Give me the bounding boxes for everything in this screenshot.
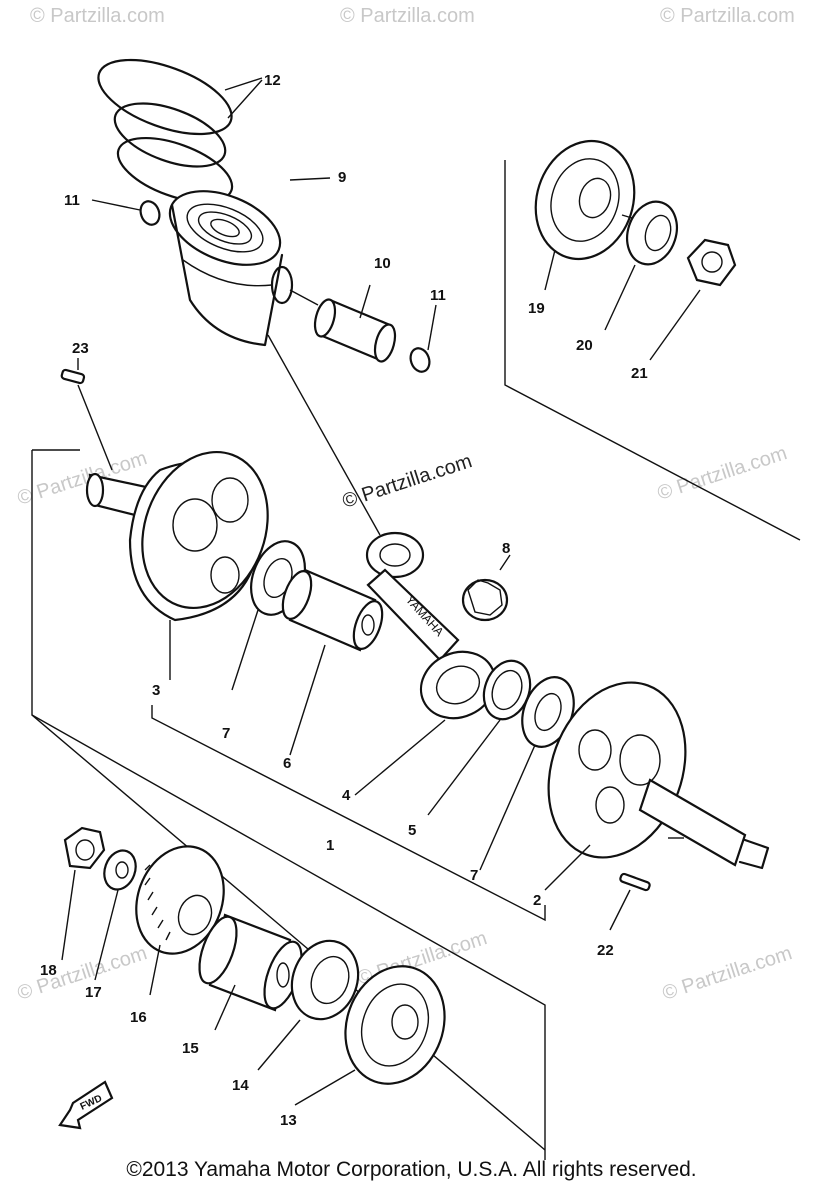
part-number-2: 2 xyxy=(533,892,541,909)
forward-arrow: FWD xyxy=(58,1080,114,1130)
washer-left xyxy=(94,849,137,981)
part-number-19: 19 xyxy=(528,300,545,317)
watermark-bottom-right: © Partzilla.com xyxy=(660,942,795,1005)
piston xyxy=(168,177,331,347)
watermark-top-left: © Partzilla.com xyxy=(30,5,165,27)
part-number-11-right: 11 xyxy=(430,287,446,304)
piston-pin xyxy=(289,284,397,363)
assembly-bracket xyxy=(151,705,546,922)
left-crank-half xyxy=(85,450,269,680)
part-number-20: 20 xyxy=(576,337,593,354)
crank-nut-left xyxy=(61,826,106,961)
part-number-23: 23 xyxy=(72,340,89,357)
part-number-3: 3 xyxy=(152,682,160,699)
oil-seal-right xyxy=(604,200,678,331)
spacer-collar xyxy=(198,913,303,1031)
part-number-1: 1 xyxy=(326,837,334,854)
circlip-right xyxy=(409,304,437,373)
part-number-17: 17 xyxy=(85,984,102,1001)
part-number-11-left: 11 xyxy=(64,192,80,209)
part-number-4: 4 xyxy=(342,787,351,804)
watermark-right: © Partzilla.com xyxy=(655,442,790,505)
part-number-22: 22 xyxy=(597,942,614,959)
watermark-center: © Partzilla.com xyxy=(340,450,475,513)
woodruff-key xyxy=(609,872,651,931)
part-number-21: 21 xyxy=(631,365,648,382)
watermark-top-center: © Partzilla.com xyxy=(340,5,475,27)
part-number-10: 10 xyxy=(374,255,391,272)
right-crank-half xyxy=(544,681,770,891)
part-number-5: 5 xyxy=(408,822,416,839)
piston-rings xyxy=(97,58,263,204)
main-bearing-right xyxy=(534,139,636,291)
part-number-18: 18 xyxy=(40,962,57,979)
part-number-9: 9 xyxy=(338,169,346,186)
main-bearing-left xyxy=(294,965,446,1106)
oil-seal-left xyxy=(257,939,360,1071)
primary-drive-gear xyxy=(135,845,225,996)
part-number-16: 16 xyxy=(130,1009,147,1026)
part-number-15: 15 xyxy=(182,1040,199,1057)
circlip-left xyxy=(91,199,161,226)
part-number-6: 6 xyxy=(283,755,291,772)
right-bearing-outline xyxy=(504,160,801,541)
part-number-7-right: 7 xyxy=(470,867,478,884)
copyright-notice: ©2013 Yamaha Motor Corporation, U.S.A. A… xyxy=(126,1158,697,1181)
crank-nut-right xyxy=(649,238,737,361)
part-number-8: 8 xyxy=(502,540,510,557)
part-number-7-left: 7 xyxy=(222,725,230,742)
bottom-assembly-outline xyxy=(31,714,546,1150)
part-number-12: 12 xyxy=(264,72,281,89)
crank-pin xyxy=(281,568,384,756)
part-number-13: 13 xyxy=(280,1112,297,1129)
watermark-top-right: © Partzilla.com xyxy=(660,5,795,27)
watermark-bottom-left: © Partzilla.com xyxy=(15,942,150,1005)
small-end-bearing xyxy=(461,554,511,622)
dowel-pin xyxy=(60,358,113,471)
part-number-14: 14 xyxy=(232,1077,249,1094)
